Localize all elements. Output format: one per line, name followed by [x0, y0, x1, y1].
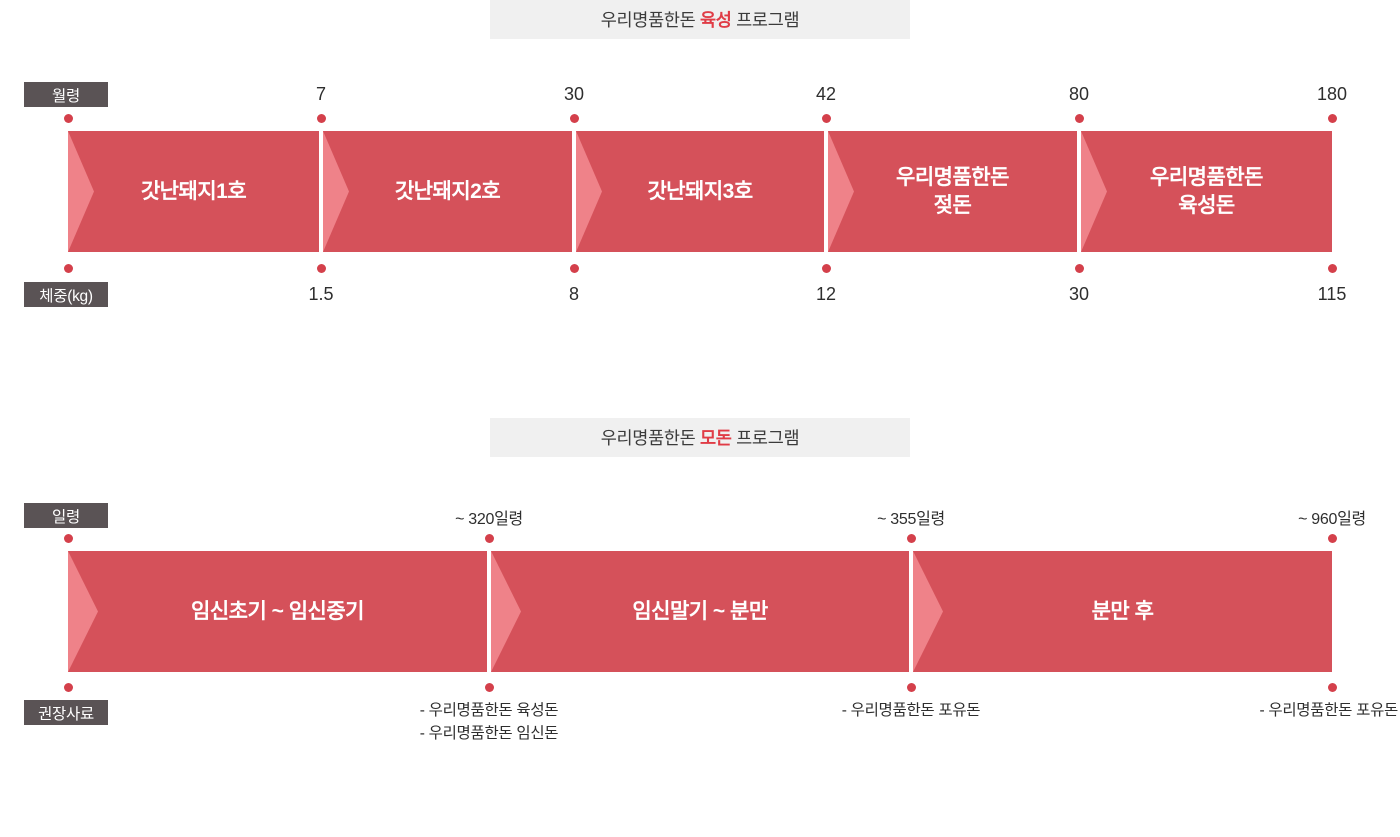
- boundary-dot-bottom: [484, 682, 494, 692]
- top-axis-value: ~ 320일령: [455, 511, 523, 528]
- title-prefix: 우리명품한돈: [600, 428, 696, 448]
- boundary-dot-bottom: [316, 263, 326, 273]
- boundary-dot-bottom: [1327, 263, 1337, 273]
- sow-program-bottom-axis-label-box: 권장사료: [24, 700, 108, 725]
- timeline-segment: 갓난돼지2호: [323, 131, 572, 252]
- boundary-dot-bottom: [63, 682, 73, 692]
- timeline-segment: 갓난돼지3호: [576, 131, 824, 252]
- boundary-dot-top: [316, 113, 326, 123]
- boundary-dot-bottom: [821, 263, 831, 273]
- title-suffix: 프로그램: [736, 428, 800, 448]
- boundary-dot-top: [569, 113, 579, 123]
- boundary-dot-top: [63, 113, 73, 123]
- segment-chevron-icon: [828, 131, 854, 252]
- top-axis-value: 30: [563, 84, 585, 104]
- boundary-dot-bottom: [1074, 263, 1084, 273]
- boundary-dot-top: [1327, 113, 1337, 123]
- bottom-axis-value: 1.5: [308, 284, 334, 304]
- timeline-segment: 분만 후: [913, 551, 1332, 672]
- segment-chevron-icon: [1081, 131, 1107, 252]
- timeline-segment: 우리명품한돈 육성돈: [1081, 131, 1332, 252]
- segment-chevron-icon: [68, 551, 98, 672]
- boundary-dot-top: [821, 113, 831, 123]
- boundary-dot-bottom: [63, 263, 73, 273]
- boundary-dot-top: [906, 533, 916, 543]
- segment-label: 임신초기 ~ 임신중기: [191, 599, 365, 623]
- growth-program-bottom-axis-label-box: 체중(kg): [24, 282, 108, 307]
- top-axis-value: ~ 355일령: [877, 511, 945, 528]
- top-axis-value: 180: [1316, 84, 1348, 104]
- segment-chevron-icon: [68, 131, 94, 252]
- boundary-dot-top: [484, 533, 494, 543]
- sow-program-top-axis-label-box: 일령: [24, 503, 108, 528]
- segment-label: 갓난돼지3호: [647, 179, 753, 203]
- segment-label: 갓난돼지1호: [140, 179, 247, 203]
- segment-chevron-icon: [913, 551, 943, 672]
- segment-chevron-icon: [323, 131, 349, 252]
- title-suffix: 프로그램: [736, 10, 800, 30]
- timeline-segment: 우리명품한돈 젖돈: [828, 131, 1077, 252]
- segment-label: 임신말기 ~ 분만: [632, 599, 768, 623]
- title-prefix: 우리명품한돈: [600, 10, 696, 30]
- timeline-segment: 임신초기 ~ 임신중기: [68, 551, 487, 672]
- bottom-axis-value: 8: [568, 284, 580, 304]
- segment-label: 분만 후: [1091, 599, 1154, 623]
- boundary-dot-bottom: [569, 263, 579, 273]
- recommended-feed-label: - 우리명품한돈 포유돈: [841, 702, 981, 719]
- boundary-dot-top: [1074, 113, 1084, 123]
- bottom-axis-value: 30: [1068, 284, 1090, 304]
- top-axis-value: ~ 960일령: [1298, 511, 1366, 528]
- top-axis-value: 7: [315, 84, 327, 104]
- segment-label: 우리명품한돈 육성돈: [1150, 165, 1263, 217]
- recommended-feed-label: - 우리명품한돈 육성돈 - 우리명품한돈 임신돈: [419, 702, 559, 742]
- boundary-dot-bottom: [906, 682, 916, 692]
- title-accent: 육성: [700, 10, 732, 30]
- recommended-feed-label: - 우리명품한돈 포유돈: [1259, 702, 1398, 719]
- growth-program-top-axis-label-box: 월령: [24, 82, 108, 107]
- timeline-segment: 임신말기 ~ 분만: [491, 551, 909, 672]
- timeline-segment: 갓난돼지1호: [68, 131, 319, 252]
- title-accent: 모돈: [700, 428, 732, 448]
- top-axis-value: 80: [1068, 84, 1090, 104]
- segment-chevron-icon: [576, 131, 602, 252]
- boundary-dot-top: [1327, 533, 1337, 543]
- top-axis-value: 42: [815, 84, 837, 104]
- bottom-axis-value: 12: [815, 284, 837, 304]
- segment-chevron-icon: [491, 551, 521, 672]
- segment-label: 우리명품한돈 젖돈: [896, 165, 1009, 217]
- boundary-dot-bottom: [1327, 682, 1337, 692]
- segment-label: 갓난돼지2호: [394, 179, 501, 203]
- boundary-dot-top: [63, 533, 73, 543]
- bottom-axis-value: 115: [1317, 284, 1347, 304]
